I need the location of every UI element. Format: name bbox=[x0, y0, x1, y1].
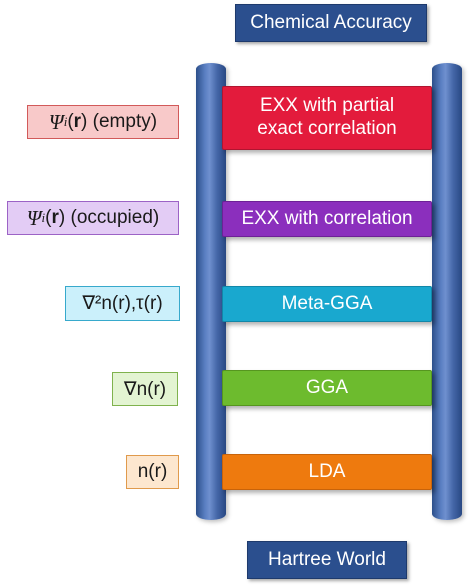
rung-gga: GGA bbox=[222, 370, 432, 406]
hartree-world-label: Hartree World bbox=[247, 541, 407, 579]
psi-symbol: Ψ bbox=[26, 205, 42, 230]
rung-meta-gga-label: Meta-GGA bbox=[281, 292, 373, 314]
ladder-right-pole bbox=[432, 63, 462, 520]
position-vector: r bbox=[51, 207, 59, 228]
rung-gga-label: GGA bbox=[305, 376, 349, 398]
rung-meta-gga: Meta-GGA bbox=[222, 286, 432, 322]
ingredient-formula: ∇n(r) bbox=[123, 378, 167, 400]
position-vector: r bbox=[73, 111, 82, 132]
ingredient-density: n(r) bbox=[126, 455, 179, 489]
rung-exx-correlation-label: EXX with correlation bbox=[241, 207, 413, 229]
ingredient-formula: ∇²n(r),τ(r) bbox=[82, 293, 163, 314]
rung-lda: LDA bbox=[222, 454, 432, 490]
ingredient-laplacian-tau: ∇²n(r),τ(r) bbox=[65, 286, 180, 321]
ladder-left-pole bbox=[196, 63, 226, 520]
rung-exx-partial: EXX with partial exact correlation bbox=[222, 86, 432, 150]
ingredient-formula: n(r) bbox=[137, 461, 168, 482]
ingredient-note: (empty) bbox=[92, 111, 158, 132]
psi-symbol: Ψ bbox=[48, 109, 64, 134]
ingredient-note: (occupied) bbox=[70, 207, 160, 228]
orbital-index: i bbox=[41, 210, 46, 225]
rung-exx-correlation: EXX with correlation bbox=[222, 201, 432, 237]
orbital-index: i bbox=[63, 114, 68, 129]
ingredient-density-gradient: ∇n(r) bbox=[112, 372, 178, 406]
chemical-accuracy-label: Chemical Accuracy bbox=[235, 4, 427, 42]
rung-lda-label: LDA bbox=[308, 460, 346, 482]
rung-exx-partial-label: EXX with partial exact correlation bbox=[257, 95, 397, 139]
